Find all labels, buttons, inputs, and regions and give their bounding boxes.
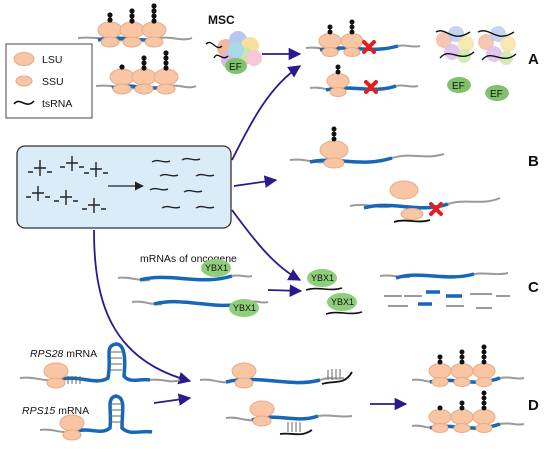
panel-label-d: D xyxy=(528,397,539,414)
free-ef-2 xyxy=(485,85,509,101)
msc-bound-tsrna-2 xyxy=(477,26,517,65)
ybx1-left-2 xyxy=(229,299,259,317)
ybx1-left-1-label: YBX1 xyxy=(205,263,228,273)
ybx1-left-1 xyxy=(201,259,231,277)
degraded-mrna-fragments xyxy=(384,290,510,309)
polysome-top-1 xyxy=(77,3,193,48)
panel-d-result-2 xyxy=(411,390,525,433)
free-ef-2-label: EF xyxy=(490,89,503,100)
arrow-rps15-to-d xyxy=(153,393,192,406)
translation-block-mark xyxy=(429,202,443,216)
arrow-ybx1-to-c xyxy=(267,284,303,297)
rps28-label: RPS28 mRNA xyxy=(30,348,97,360)
ybx1-right-2-label: YBX1 xyxy=(331,297,354,307)
panel-a-content: EF EF xyxy=(305,19,517,101)
lsu-legend-label: LSU xyxy=(42,54,62,66)
ybx1-right-1-label: YBX1 xyxy=(311,273,334,283)
tsrna-processing-box xyxy=(16,145,232,229)
pathway-arrows xyxy=(93,47,408,411)
rps28-mrna: RPS28 mRNA xyxy=(19,342,181,389)
rps15-label: RPS15 mRNA xyxy=(22,405,89,417)
tsrna-fragments xyxy=(149,157,215,209)
free-ef-1 xyxy=(447,77,471,93)
msc-label: MSC xyxy=(208,13,235,27)
polysome-top-2 xyxy=(95,50,197,95)
msc-bound-tsrna-1 xyxy=(435,26,475,63)
panel-b-content xyxy=(289,126,501,223)
ybx1-left-2-label: YBX1 xyxy=(233,303,256,313)
panel-d-result-1 xyxy=(411,344,525,387)
ef-complex-label: EF xyxy=(229,62,242,73)
arrow-box-to-a xyxy=(231,65,302,161)
legend: LSU SSU tsRNA xyxy=(5,43,93,119)
panel-c-content: YBX1 YBX1 xyxy=(305,269,510,315)
panel-d-middle xyxy=(199,362,353,436)
lsu-legend-swatch xyxy=(13,52,35,66)
ybx1-right-2 xyxy=(327,293,357,311)
ssu-legend-label: SSU xyxy=(42,76,64,88)
arrow-box-to-c xyxy=(231,209,302,281)
ybx1-right-1 xyxy=(307,269,337,287)
translation-block-mark xyxy=(364,80,378,94)
ssu-legend-swatch xyxy=(15,75,33,87)
panel-label-a: A xyxy=(528,51,539,68)
rps15-mrna: RPS15 mRNA xyxy=(22,394,153,441)
arrow-box-to-d xyxy=(93,229,192,385)
oncogene-mrnas: mRNAs of oncogene YBX1 YBX1 xyxy=(117,253,269,317)
tsrna-legend-swatch xyxy=(13,100,35,105)
translation-block-mark xyxy=(362,40,376,54)
trna-cloverleaf-group xyxy=(26,156,108,213)
panel-label-c: C xyxy=(528,279,539,296)
msc-complex: MSC EF xyxy=(205,13,262,74)
tsrna-legend-label: tsRNA xyxy=(42,98,72,110)
arrow-box-to-b xyxy=(233,175,278,188)
ef-in-complex xyxy=(225,58,247,74)
panel-label-b: B xyxy=(528,153,539,170)
free-ef-1-label: EF xyxy=(452,81,465,92)
